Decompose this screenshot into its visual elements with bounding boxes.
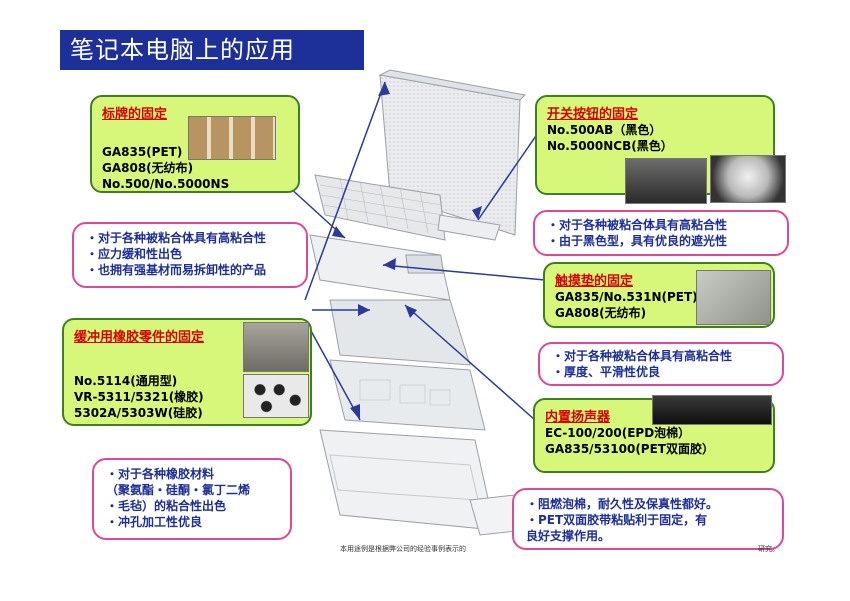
footnote-right: 研究。 (758, 545, 779, 553)
cushion-fix-heading: 缓冲用橡胶零件的固定 (74, 330, 205, 345)
cushion-fix-line-2: VR-5311/5321(橡胶) (74, 390, 204, 404)
label-bubble-line-1: ・对于各种被粘合体具有高粘合性 (86, 231, 267, 245)
footnote-left: 本用途例是根据弊公司的经验事例表示的 (340, 545, 466, 553)
cushion-bubble-line-1: ・对于各种橡胶材料 (106, 467, 215, 481)
keyboard (314, 174, 446, 241)
switch-photo-1 (625, 158, 707, 204)
label-fix-bubble: ・对于各种被粘合体具有高粘合性 ・应力缓和性出色 ・也拥有强基材而易拆卸性的产品 (72, 222, 308, 288)
cushion-bubble-line-2: （聚氨酯・硅酮・氯丁二烯 (106, 483, 251, 497)
cushion-fix-line-3: 5302A/5303W(硅胶) (74, 406, 203, 420)
speaker-fix-line-2: GA835/53100(PET双面胶） (545, 442, 714, 456)
label-fix-heading: 标牌的固定 (102, 107, 168, 122)
inner-frame (329, 299, 471, 366)
touchpad-fix-line-1: GA835/No.531N(PET) (555, 290, 698, 304)
cushion-fix-bubble: ・对于各种橡胶材料 （聚氨酯・硅酮・氯丁二烯 ・毛毡）的粘合性出色 ・冲孔加工性… (92, 458, 292, 540)
arrow-heads (332, 82, 482, 420)
bottom-case (319, 429, 496, 531)
leader-arrows (264, 81, 546, 421)
speaker-fix-heading: 内置扬声器 (545, 410, 611, 425)
switch-fix-line-2: No.5000NCB(黑色） (547, 139, 673, 153)
touchpad-bubble-line-1: ・对于各种被粘合体具有高粘合性 (552, 349, 733, 363)
speaker-bubble-line-2: ・PET双面胶带粘贴利于固定，有 (526, 513, 708, 527)
speaker-bubble-line-3: 良好支撑作用。 (526, 529, 611, 543)
touchpad-fix-bubble: ・对于各种被粘合体具有高粘合性 ・厚度、平滑性优良 (538, 342, 784, 386)
mainboard (329, 359, 486, 431)
speaker-photo (652, 395, 772, 425)
speaker-bubble-line-1: ・阻燃泡棉，耐久性及保真性都好。 (526, 497, 719, 511)
nameplate-photo (188, 116, 276, 160)
switch-fix-bubble: ・对于各种被粘合体具有高粘合性 ・由于黑色型，具有优良的遮光性 (533, 210, 789, 256)
cushion-bubble-line-4: ・冲孔加工性优良 (106, 515, 203, 529)
label-fix-line-1: GA835(PET) (102, 145, 183, 159)
touchpad-fix-line-2: GA808(无纺布) (555, 306, 647, 320)
cushion-bubble-line-3: ・毛毡）的粘合性出色 (106, 499, 227, 513)
switch-photo-2 (710, 155, 786, 203)
rubber-parts-photo-top (243, 322, 309, 372)
speaker-fix-bubble: ・阻燃泡棉，耐久性及保真性都好。 ・PET双面胶带粘贴利于固定，有 良好支撑作用… (512, 488, 784, 550)
label-bubble-line-2: ・应力缓和性出色 (86, 247, 183, 261)
touchpad-bubble-line-2: ・厚度、平滑性优良 (552, 365, 661, 379)
switch-fix-line-1: No.500AB（黑色） (547, 123, 662, 137)
touchpad-photo (696, 270, 771, 325)
switch-fix-heading: 开关按钮的固定 (547, 107, 639, 122)
cushion-fix-line-1: No.5114(通用型) (74, 374, 178, 388)
switch-bubble-line-2: ・由于黑色型，具有优良的遮光性 (547, 234, 728, 248)
label-fix-line-3: No.500/No.5000NS (102, 177, 230, 191)
rubber-parts-photo-bottom (243, 374, 309, 418)
label-bubble-line-3: ・也拥有强基材而易拆卸性的产品 (86, 263, 267, 277)
speaker-fix-line-1: EC-100/200(EPD泡棉） (545, 426, 691, 440)
switch-bubble-line-1: ・对于各种被粘合体具有高粘合性 (547, 218, 728, 232)
touchpad-fix-heading: 触摸垫的固定 (555, 274, 634, 289)
label-fix-line-2: GA808(无纺布) (102, 161, 194, 175)
page-title: 笔记本电脑上的应用 (60, 30, 364, 70)
